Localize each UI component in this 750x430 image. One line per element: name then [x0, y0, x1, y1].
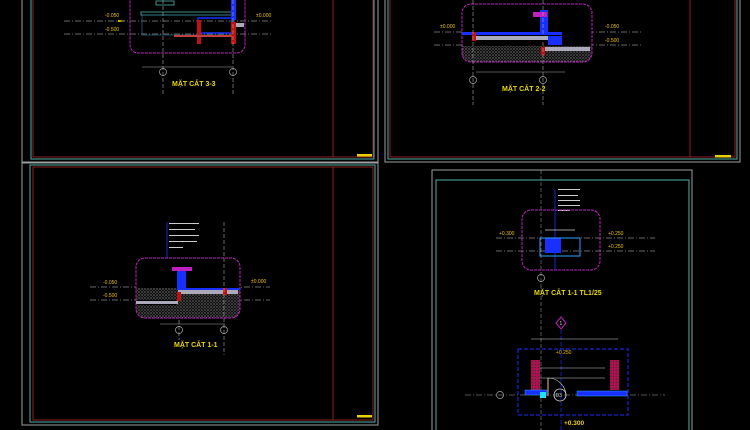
level-label: +0.250 [608, 231, 624, 237]
revision-cloud [129, 0, 246, 54]
void [136, 258, 240, 288]
level-marker-icon [118, 20, 126, 22]
grid-bubble [159, 68, 167, 76]
slab [140, 11, 234, 16]
level-label-backdrop [563, 418, 587, 427]
section-title: MẶT CẮT 3-3 [172, 79, 216, 88]
sheet-section-3-3: -0.050 -0.500 ±0.000 MẶT CẮT 3-3 [21, 0, 379, 163]
slab-gray [474, 36, 560, 40]
level-label: -0.050 [103, 280, 117, 286]
level-label: ±0.000 [251, 279, 266, 285]
wall-blue [524, 389, 548, 396]
level-label: +0.250 [556, 350, 572, 356]
frame-cyan [435, 179, 690, 430]
level-label: -0.500 [605, 38, 619, 44]
step-outline [539, 237, 581, 257]
section-marker-icon [555, 316, 567, 330]
step-blue [545, 238, 561, 253]
level-label: +0.300 [564, 420, 584, 427]
pipe [155, 0, 175, 6]
grid-bubble [175, 326, 183, 334]
section-title: MẶT CẮT 1-1 TL1/25 [534, 288, 602, 297]
tag-circle [553, 388, 567, 402]
grid-bubble [469, 76, 477, 84]
slab-blue [178, 288, 240, 290]
plan-outline [517, 348, 629, 416]
wall-blue [576, 390, 628, 397]
pipe-fitting [533, 12, 547, 17]
level-label: -0.500 [103, 293, 117, 299]
column-red [197, 20, 201, 44]
plan-tag: D3 [556, 393, 563, 399]
frame-cyan [387, 0, 738, 160]
level-label: +0.250 [608, 244, 624, 250]
column-cyan [540, 392, 546, 398]
level-label: -0.500 [105, 27, 119, 33]
level-label: ±0.000 [440, 24, 455, 30]
grid-bubble [496, 391, 504, 399]
section-title: MẶT CẮT 1-1 [174, 340, 218, 349]
sheet-border [384, 0, 741, 163]
brick-wall [610, 360, 619, 390]
title-block-marker [357, 154, 372, 157]
grid-bubble [539, 76, 547, 84]
level-label: -0.050 [105, 13, 119, 19]
frame-red [32, 0, 374, 158]
section-marker-label: 1 [560, 321, 563, 327]
sheet-section-1-1: -0.050 -0.500 ±0.000 MẶT CẮT 1-1 [21, 162, 379, 426]
level-label: -0.050 [605, 24, 619, 30]
notes-leader [166, 222, 199, 262]
title-block-marker [357, 415, 372, 418]
frame-red [389, 0, 736, 158]
sheet-section-1-1-detail: +0.300 +0.250 +0.250 MẶT CẮT 1-1 TL1/25 … [431, 169, 693, 430]
notes-text-lines [558, 189, 580, 211]
grid-bubble [229, 68, 237, 76]
beam [236, 23, 244, 27]
pipe-fitting [172, 267, 192, 271]
grid-bubble [537, 274, 545, 282]
wall-blue [177, 270, 186, 290]
revision-cloud [521, 209, 601, 271]
level-label: ±0.000 [256, 13, 271, 19]
frame-cyan [29, 164, 376, 423]
frame-cyan [30, 0, 375, 160]
wall-section [197, 17, 233, 34]
slab-gray [178, 290, 238, 294]
step-blue [548, 36, 562, 45]
frame-red [32, 166, 374, 421]
column-red [177, 292, 181, 301]
level-label: +0.300 [499, 231, 515, 237]
column-red [231, 22, 236, 44]
slab-gray [136, 301, 178, 304]
title-block-marker [715, 155, 731, 158]
sheet-section-2-2: ±0.000 -0.050 -0.500 MẶT CẮT 2-2 [384, 0, 741, 163]
sheet-border [21, 162, 379, 426]
footing [174, 35, 232, 37]
grid-bubble [220, 326, 228, 334]
wall-blue [231, 0, 236, 20]
column-red [472, 32, 476, 41]
sheet-border [431, 169, 693, 430]
slab-blue [462, 32, 562, 35]
slab-gray [544, 47, 590, 51]
section-title: MẶT CẮT 2-2 [502, 84, 546, 93]
wall-blue [540, 10, 548, 34]
sheet-border [21, 0, 379, 163]
column-red [223, 288, 227, 295]
brick-wall [531, 360, 540, 390]
